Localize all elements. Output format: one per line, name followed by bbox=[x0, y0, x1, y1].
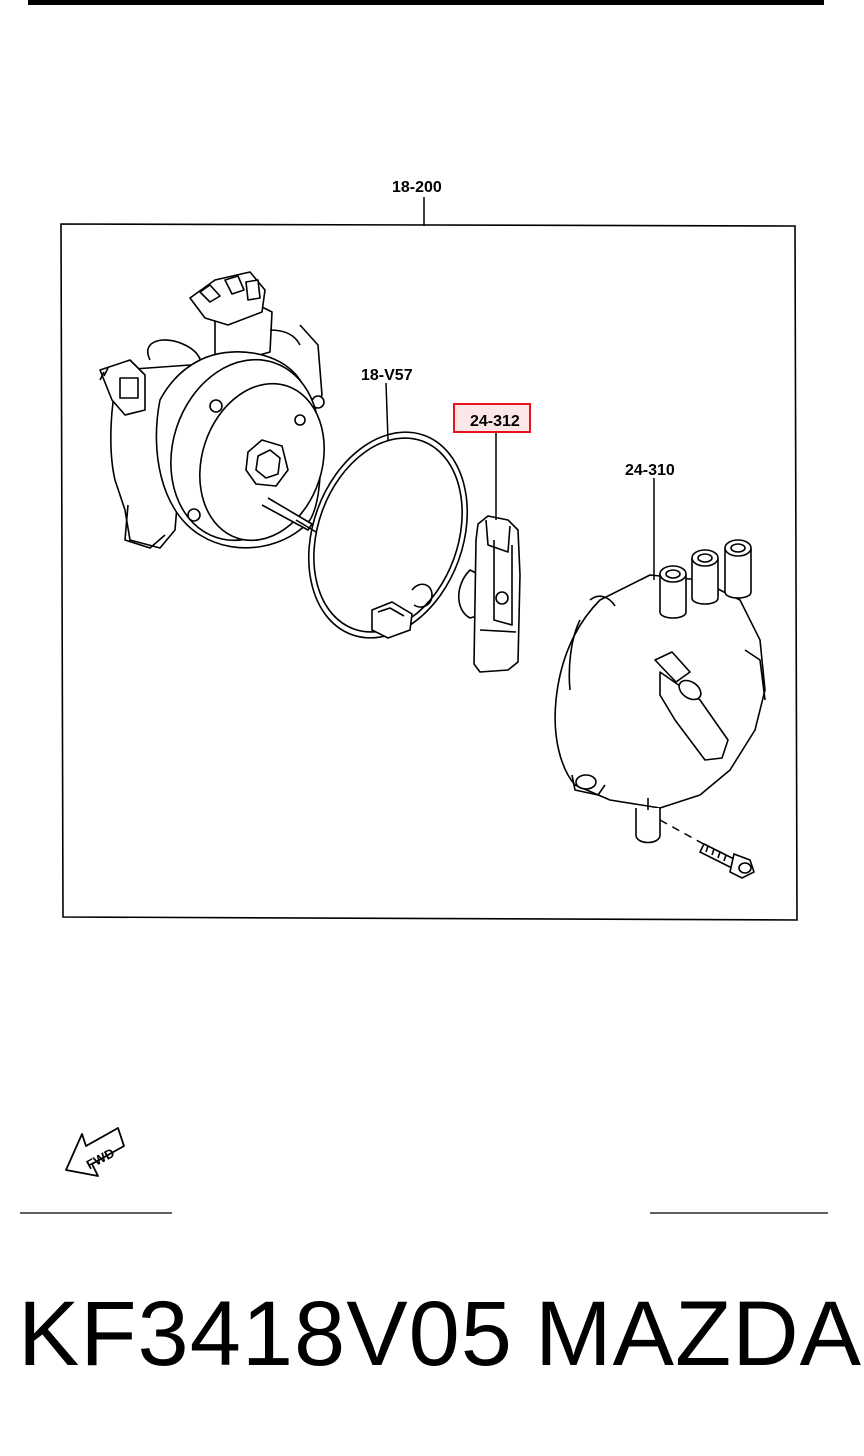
label-assembly: 18-200 bbox=[392, 179, 442, 196]
label-rotor[interactable]: 24-312 bbox=[470, 413, 520, 430]
distributor-housing bbox=[99, 271, 325, 549]
exploded-parts-diagram: 18-200 18-V57 24-312 24-310 FWD bbox=[20, 179, 828, 1214]
distributor-cap bbox=[554, 539, 766, 844]
mounting-bolt bbox=[698, 842, 755, 879]
highlight-box bbox=[453, 403, 531, 433]
label-gasket: 18-V57 bbox=[361, 367, 413, 384]
bolt-guide-line bbox=[659, 819, 719, 853]
fwd-arrow-icon: FWD bbox=[65, 1127, 125, 1177]
top-rule bbox=[28, 0, 824, 5]
brand-name: MAZDA bbox=[535, 1283, 862, 1385]
o-ring-gasket bbox=[307, 431, 469, 639]
label-cap: 24-310 bbox=[625, 462, 675, 479]
part-number: KF3418V05 bbox=[18, 1283, 513, 1385]
leader-gasket bbox=[385, 382, 389, 441]
rotor bbox=[457, 515, 521, 673]
diagram-frame bbox=[60, 223, 798, 921]
